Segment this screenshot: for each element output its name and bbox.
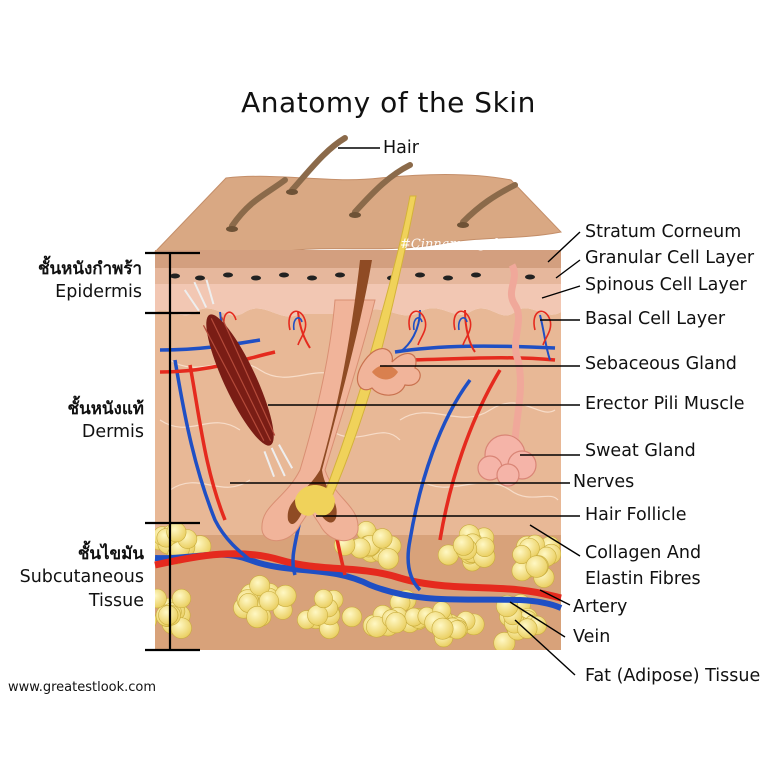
fat-cell xyxy=(378,548,399,569)
spinous-cell-layer-label: Spinous Cell Layer xyxy=(585,277,747,295)
source-url: www.greatestlook.com xyxy=(8,680,156,695)
hair-label: Hair xyxy=(383,140,419,158)
fat-cell xyxy=(314,589,332,607)
epidermis-thai-label: ชั้นหนังกำพร้า xyxy=(38,258,142,281)
stratum-corneum-label: Stratum Corneum xyxy=(585,224,741,242)
epidermis-label-group: ชั้นหนังกำพร้า Epidermis xyxy=(38,258,142,305)
page-title: Anatomy of the Skin xyxy=(0,86,777,119)
fat-cell xyxy=(386,612,407,633)
nerves-label: Nerves xyxy=(573,474,634,492)
fat-cell xyxy=(475,538,494,557)
fat-cell xyxy=(158,605,177,624)
fat-cell xyxy=(517,619,537,639)
epidermis-label: Epidermis xyxy=(38,281,142,305)
subcutaneous-label-group: ชั้นไขมัน Subcutaneous Tissue xyxy=(20,543,144,613)
fat-cell xyxy=(172,589,191,608)
fat-cell xyxy=(342,607,362,627)
dermis-label-group: ชั้นหนังแท้ Dermis xyxy=(68,398,144,445)
artery-label: Artery xyxy=(573,599,627,617)
granular-cell-layer-label: Granular Cell Layer xyxy=(585,250,754,268)
fat-cell xyxy=(432,618,453,639)
subcutaneous-label-line2: Tissue xyxy=(20,590,144,614)
erector-pili-muscle-label: Erector Pili Muscle xyxy=(585,396,744,414)
subcutaneous-label-line1: Subcutaneous xyxy=(20,566,144,590)
fat-cell xyxy=(148,589,167,608)
fat-cell xyxy=(526,556,548,578)
sweat-gland-label: Sweat Gland xyxy=(585,443,696,461)
fat-cell xyxy=(259,591,278,610)
vein-label: Vein xyxy=(573,629,610,647)
fat-cell xyxy=(372,529,392,549)
fat-cell xyxy=(307,605,327,625)
stratum-corneum-layer xyxy=(155,250,561,270)
sebaceous-gland-label: Sebaceous Gland xyxy=(585,356,737,374)
fat-tissue-label: Fat (Adipose) Tissue xyxy=(585,668,760,686)
basal-cell-layer-label: Basal Cell Layer xyxy=(585,311,725,329)
collagen-label-line2: Elastin Fibres xyxy=(585,566,701,592)
dermis-label: Dermis xyxy=(68,421,144,445)
watermark-text: #CinnamongalReview xyxy=(400,237,546,252)
fat-cell xyxy=(453,535,474,556)
dermis-thai-label: ชั้นหนังแท้ xyxy=(68,398,144,421)
hair-follicle-label: Hair Follicle xyxy=(585,507,687,525)
collagen-label-line1: Collagen And xyxy=(585,540,701,566)
subcutaneous-thai-label: ชั้นไขมัน xyxy=(20,543,144,566)
collagen-label: Collagen And Elastin Fibres xyxy=(585,540,701,593)
